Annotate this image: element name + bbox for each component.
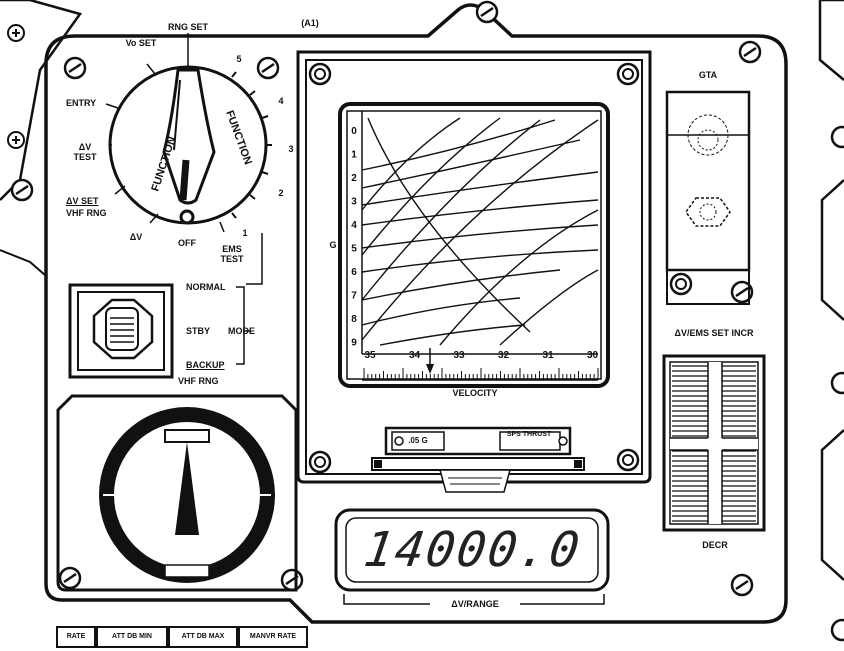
mode-label: MODE bbox=[228, 326, 255, 336]
right-frame-top bbox=[818, 0, 844, 81]
mode-switch[interactable] bbox=[68, 283, 174, 379]
g-tick-label: 7 bbox=[351, 291, 357, 302]
attitude-indicator bbox=[56, 394, 298, 592]
velocity-tick-label: 35 bbox=[364, 350, 376, 361]
velocity-label: VELOCITY bbox=[452, 388, 498, 398]
entry-label: ENTRY bbox=[66, 98, 97, 108]
tab-manvr-rate: MANVR RATE bbox=[238, 626, 308, 648]
lamp-05g-label: .05 G bbox=[408, 436, 428, 445]
delta-v-range-label: ΔV/RANGE bbox=[451, 599, 499, 609]
right-edge-clip-3 bbox=[830, 618, 844, 642]
delta-v-test-label: ΔV TEST bbox=[73, 142, 97, 162]
top-label: (A1) bbox=[301, 18, 319, 28]
mode-bracket bbox=[236, 286, 250, 365]
scroll-curves bbox=[361, 117, 599, 346]
velocity-tick-label: 34 bbox=[409, 350, 421, 361]
lamp-sps-thrust-label: SPS THRUST bbox=[506, 431, 552, 438]
function-5-label: 5 bbox=[236, 54, 242, 64]
outer-frame-left-lower bbox=[0, 249, 46, 276]
decr-label: DECR bbox=[702, 540, 728, 550]
delta-v-set-label: ΔV SET bbox=[66, 196, 99, 206]
vo-set-label: Vo SET bbox=[125, 38, 157, 48]
function-3-label: 3 bbox=[288, 144, 294, 154]
left-frame-screw bbox=[10, 178, 34, 202]
function-switch[interactable] bbox=[108, 65, 272, 225]
velocity-scale: 35 34 33 32 31 30 bbox=[364, 350, 598, 361]
velocity-tick-label: 33 bbox=[453, 350, 465, 361]
g-tick-label: 1 bbox=[351, 150, 357, 161]
g-axis-label: G bbox=[329, 240, 337, 250]
panel-screw-tr bbox=[738, 40, 762, 64]
delta-v-label: ΔV bbox=[129, 232, 143, 242]
mode-stby-label: STBY bbox=[186, 326, 211, 336]
function-pointer-lines bbox=[105, 33, 263, 285]
g-tick-label: 0 bbox=[351, 126, 357, 137]
mode-backup-label: BACKUP bbox=[186, 360, 225, 370]
panel-screw-bc bbox=[280, 568, 304, 592]
g-scale: 0 1 2 3 4 5 6 7 8 9 bbox=[351, 126, 357, 349]
counter-readout: 14000.0 bbox=[360, 522, 585, 578]
mode-normal-label: NORMAL bbox=[186, 282, 226, 292]
threshold-lamp-assembly bbox=[371, 426, 585, 493]
g-tick-label: 4 bbox=[351, 220, 357, 231]
off-label: OFF bbox=[178, 238, 196, 248]
g-tick-label: 9 bbox=[351, 338, 357, 349]
mode-vhf-rng-label: VHF RNG bbox=[178, 376, 219, 386]
panel-screw-tl bbox=[63, 56, 87, 80]
function-4-label: 4 bbox=[278, 96, 284, 106]
gta-label: GTA bbox=[698, 70, 718, 80]
velocity-pointer bbox=[426, 364, 434, 374]
delta-v-range-counter bbox=[334, 508, 610, 605]
right-frame-low bbox=[820, 429, 844, 581]
g-tick-label: 3 bbox=[351, 197, 357, 208]
vhf-rng-function-label: VHF RNG bbox=[66, 208, 107, 218]
function-1-label: 1 bbox=[242, 228, 248, 238]
velocity-ticks bbox=[363, 368, 599, 380]
panel-screw-bl bbox=[58, 566, 82, 590]
scroll-screw-br bbox=[616, 448, 640, 472]
delta-v-ems-set-incr-label: ΔV/EMS SET INCR bbox=[674, 328, 754, 338]
gta-indicator bbox=[665, 90, 751, 305]
function-2-label: 2 bbox=[278, 188, 284, 198]
delta-v-set-wheel[interactable] bbox=[662, 354, 766, 532]
velocity-tick-label: 31 bbox=[542, 350, 554, 361]
gta-screw bbox=[669, 272, 693, 296]
scroll-screw-tr bbox=[616, 62, 640, 86]
left-mount-screw-1 bbox=[7, 24, 25, 42]
ems-test-label: EMS TEST bbox=[220, 244, 244, 264]
panel-screw-tl2 bbox=[256, 56, 280, 80]
scroll-screw-tl bbox=[308, 62, 332, 86]
tab-att-db-max: ATT DB MAX bbox=[168, 626, 238, 648]
g-tick-label: 6 bbox=[351, 267, 357, 278]
right-edge-clip-1 bbox=[830, 125, 844, 149]
g-tick-label: 5 bbox=[351, 244, 357, 255]
rng-set-label: RNG SET bbox=[167, 22, 208, 32]
left-mount-screw-2 bbox=[7, 131, 25, 149]
panel-screw-br bbox=[730, 573, 754, 597]
tab-att-db-min: ATT DB MIN bbox=[96, 626, 168, 648]
g-tick-label: 2 bbox=[351, 173, 357, 184]
scroll-screw-bl bbox=[308, 450, 332, 474]
tab-rate: RATE bbox=[56, 626, 96, 648]
right-edge-clip-2 bbox=[830, 371, 844, 395]
g-tick-label: 8 bbox=[351, 314, 357, 325]
right-frame-mid bbox=[820, 179, 844, 321]
velocity-tick-label: 32 bbox=[498, 350, 510, 361]
top-screw bbox=[475, 0, 499, 24]
velocity-tick-label: 30 bbox=[587, 350, 599, 361]
